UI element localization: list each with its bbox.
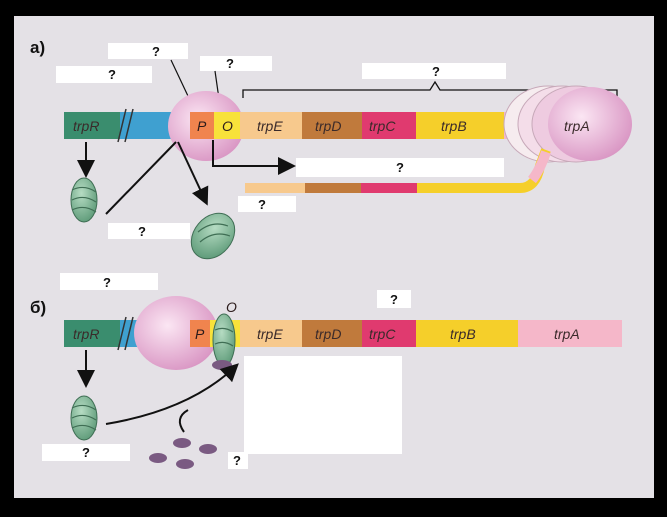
label-promoter-q: ? — [152, 44, 160, 59]
tryptophan-molecule-4 — [176, 459, 194, 469]
label-tryptophan-q: ? — [233, 453, 241, 468]
gene-label-trpE-b: trpE — [257, 326, 283, 342]
operator-segment-a — [214, 112, 240, 139]
label-box-operon — [362, 63, 506, 79]
rna-polymerase-b — [134, 296, 218, 370]
tryptophan-molecule-1 — [173, 438, 191, 448]
trpC-segment-a — [362, 112, 416, 139]
trpA-segment-b — [518, 320, 622, 347]
tryptophan-molecule-2 — [199, 444, 217, 454]
operon-bracket — [242, 80, 618, 98]
gene-label-trpR-b: trpR — [73, 326, 99, 342]
label-inactive-repressor-q: ? — [138, 224, 146, 239]
trpB-segment-b — [416, 320, 518, 347]
tryptophan-molecule-3 — [149, 453, 167, 463]
label-box-operator — [200, 56, 272, 71]
gene-label-P-b: P — [195, 326, 205, 342]
panel-label-a: а) — [30, 38, 45, 57]
inactive-repressor-arrow — [177, 141, 209, 206]
mrna-trpD — [305, 183, 361, 193]
label-box-panel-b-title — [60, 273, 158, 290]
gene-label-O-a: O — [222, 118, 233, 134]
gene-label-trpC-a: trpC — [369, 118, 396, 134]
trpE-segment-a — [240, 112, 302, 139]
gene-label-trpB-b: trpB — [450, 326, 476, 342]
blank-label-block-b — [244, 356, 402, 454]
break-mark-b2 — [124, 316, 134, 351]
label-box-repressor-b — [42, 444, 130, 461]
break-mark-a2 — [124, 108, 134, 143]
trpD-segment-b — [302, 320, 362, 347]
trpR-segment-b — [64, 320, 120, 347]
transcription-arrow — [212, 140, 296, 175]
trpR-segment-a — [64, 112, 120, 139]
label-operon-b-q: ? — [390, 292, 398, 307]
gene-label-P-a: P — [197, 118, 207, 134]
gene-label-trpC-b: trpC — [369, 326, 396, 342]
repressor-protein-b — [70, 395, 98, 441]
mrna-trpA-tail — [528, 150, 551, 184]
trpB-segment-a — [416, 112, 504, 139]
mrna-trpC — [361, 183, 417, 193]
polymerase-front — [548, 87, 632, 161]
trpD-segment-a — [302, 112, 362, 139]
inactive-repressor-a — [190, 212, 236, 260]
mrna-trpE — [245, 183, 305, 193]
gene-label-trpE-a: trpE — [257, 118, 283, 134]
label-box-tryptophan — [228, 452, 248, 469]
label-panel-b-title-q: ? — [103, 275, 111, 290]
label-mrna-q: ? — [396, 160, 404, 175]
gene-label-trpA-b: trpA — [554, 326, 580, 342]
repressor-protein-a — [70, 177, 98, 223]
label-box-inactive-repressor — [108, 223, 190, 239]
repressor-line-a — [105, 141, 177, 215]
tryptophan-join-line — [178, 409, 189, 433]
gene-label-trpB-a: trpB — [441, 118, 467, 134]
gene-label-O-b-top: O — [226, 299, 237, 315]
label-operator-q: ? — [226, 56, 234, 71]
promoter-segment-a — [190, 112, 214, 139]
repressor-binding-arrow — [105, 363, 239, 425]
label-operon-q: ? — [432, 64, 440, 79]
label-box-promoter — [108, 43, 188, 59]
trpC-segment-b — [362, 320, 416, 347]
label-repressor-b-q: ? — [82, 445, 90, 460]
label-box-mrna — [296, 158, 504, 177]
gene-label-trpD-b: trpD — [315, 326, 341, 342]
gene-label-trpD-a: trpD — [315, 118, 341, 134]
gene-label-trpR-a: trpR — [73, 118, 99, 134]
label-regulator-q: ? — [108, 67, 116, 82]
trpE-segment-b — [240, 320, 302, 347]
gene-label-trpA-a: trpA — [564, 118, 590, 134]
label-regulator-protein-q: ? — [258, 197, 266, 212]
break-mark-a1 — [117, 108, 127, 143]
break-mark-b1 — [117, 316, 127, 351]
label-box-regulator-gene — [56, 66, 152, 83]
label-box-regulator-protein — [238, 196, 296, 212]
label-box-operon-b — [377, 290, 411, 308]
promoter-segment-b — [190, 320, 210, 347]
panel-label-b: б) — [30, 298, 46, 317]
